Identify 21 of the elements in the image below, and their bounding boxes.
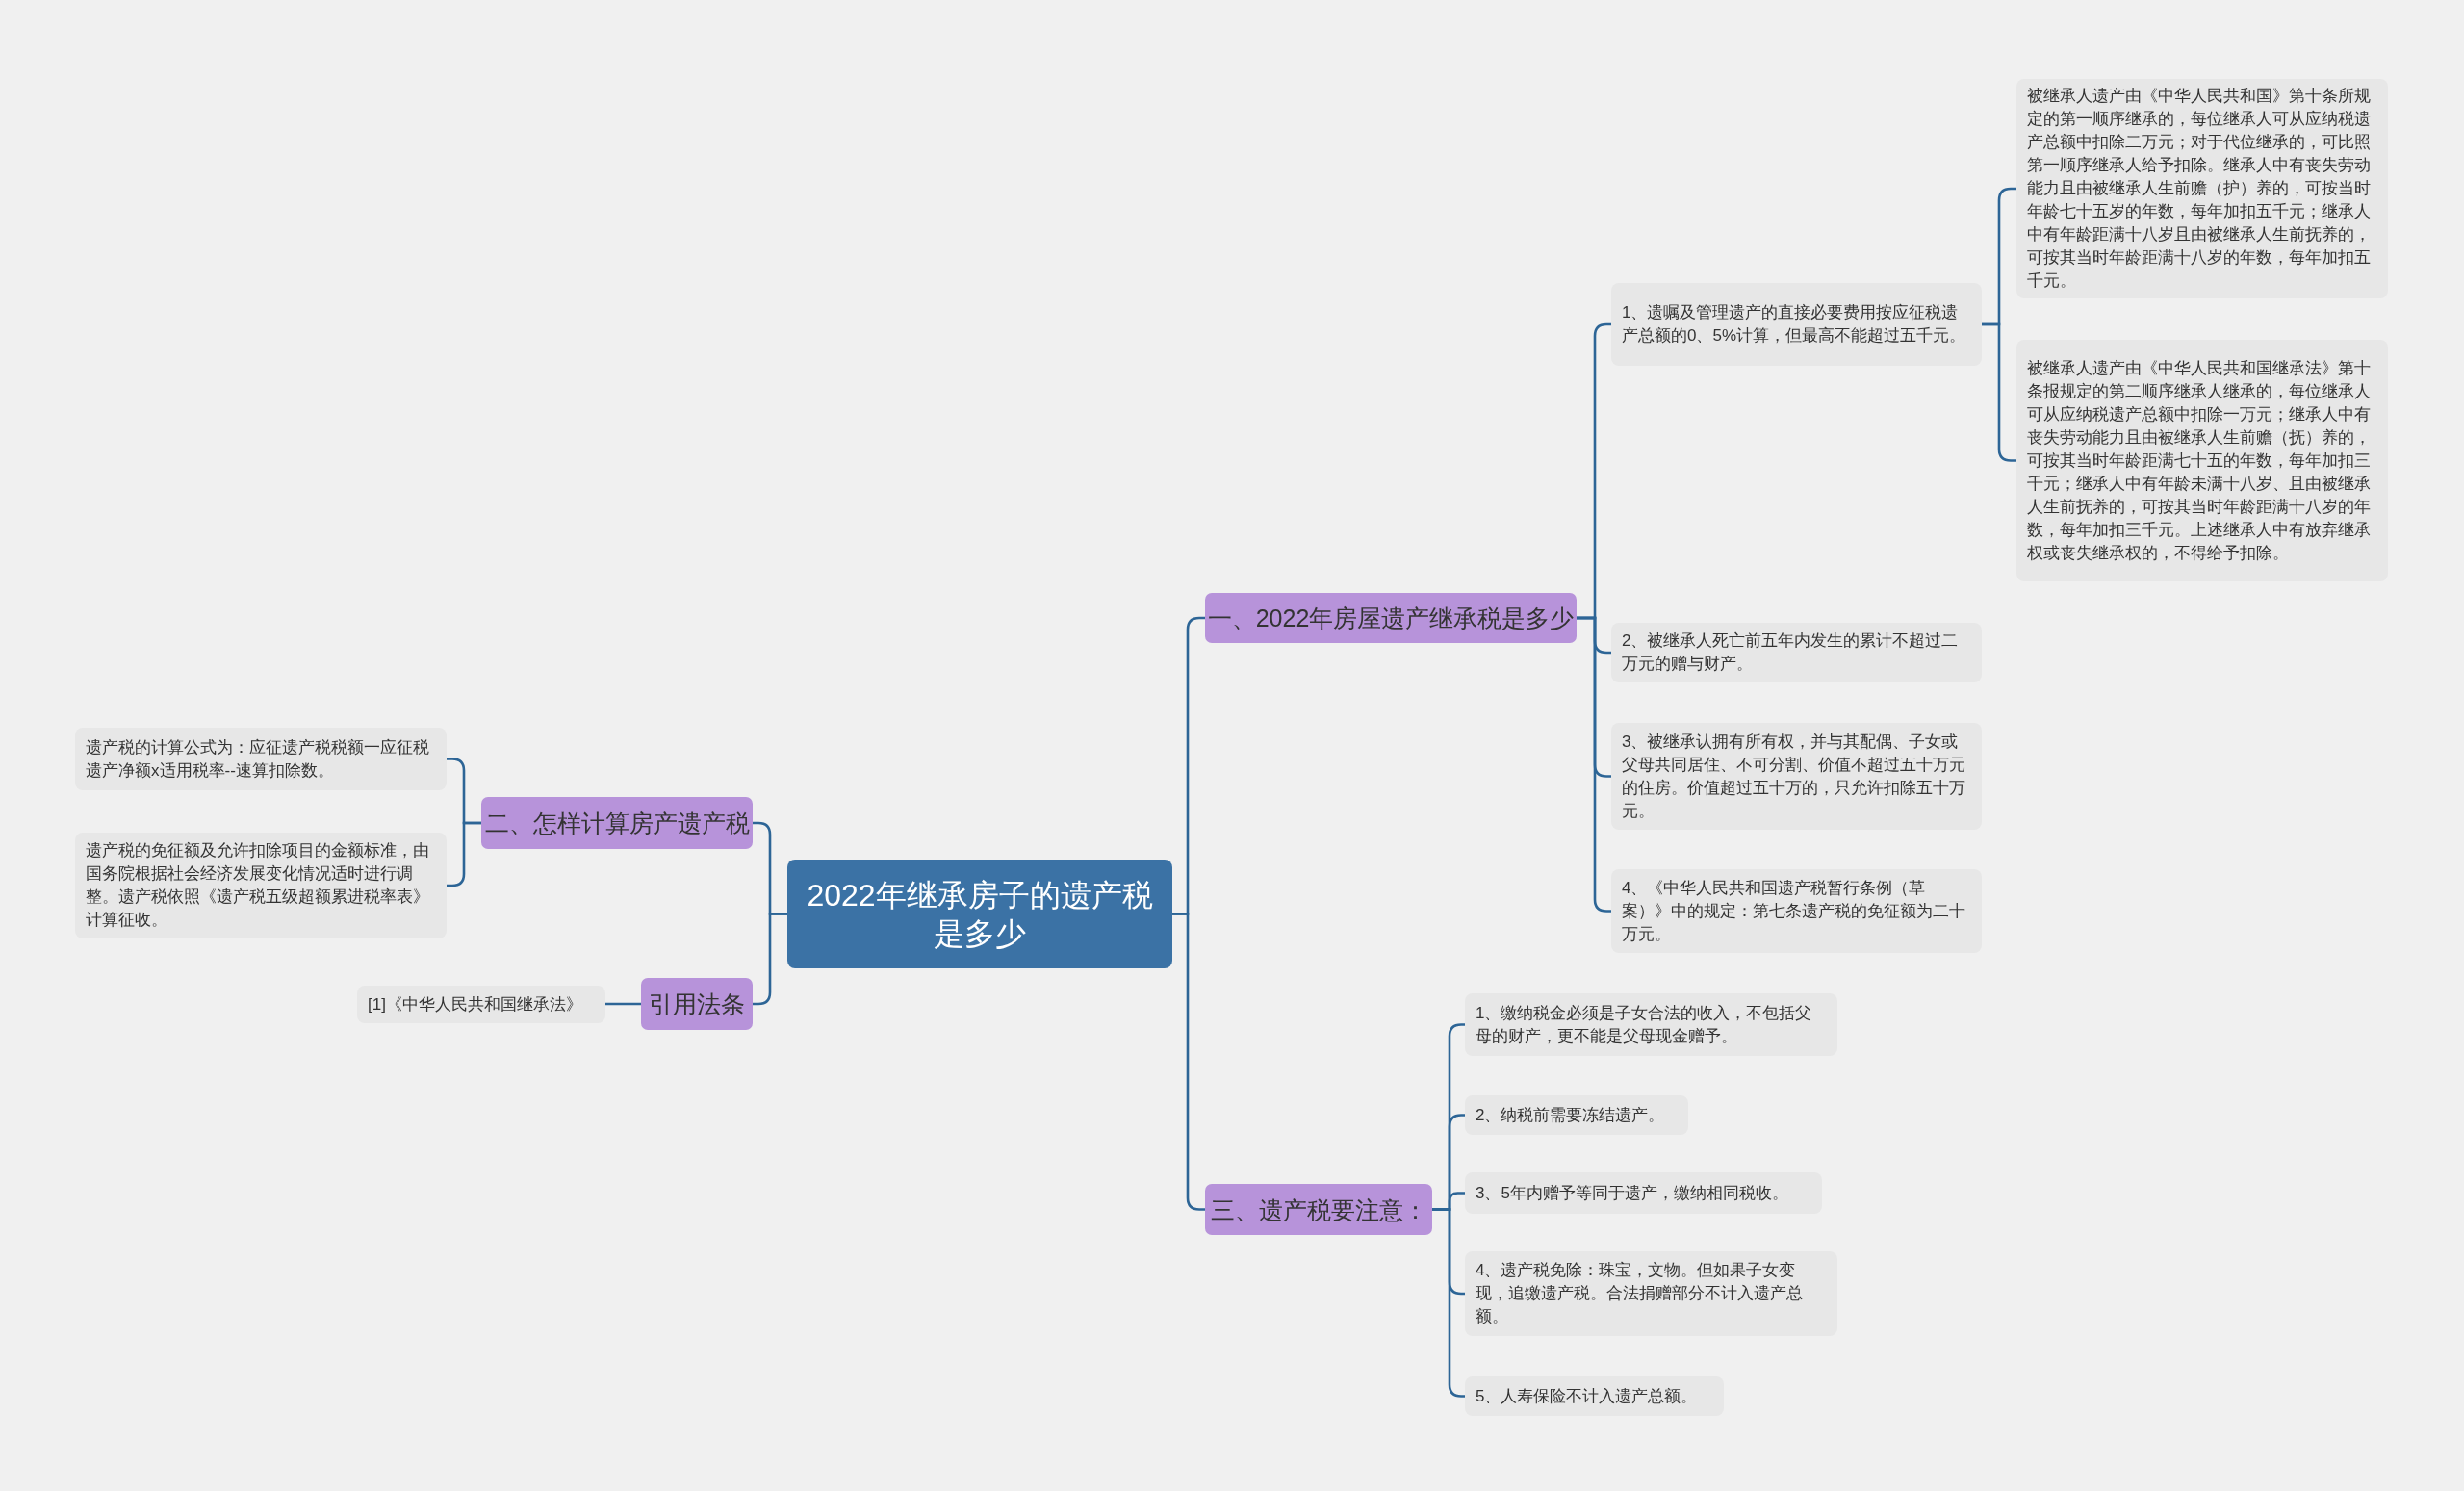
branch-box: 引用法条: [641, 978, 753, 1030]
text-box: [1]《中华人民共和国继承法》: [357, 986, 605, 1023]
text-box: 4、《中华人民共和国遗产税暂行条例（草案）》中的规定：第七条遗产税的免征额为二十万元。: [1611, 869, 1982, 953]
text-box: 1、缴纳税金必须是子女合法的收入，不包括父母的财产，更不能是父母现金赠予。: [1465, 993, 1837, 1056]
branch-box: 二、怎样计算房产遗产税: [481, 797, 753, 849]
text-box: 3、5年内赠予等同于遗产，缴纳相同税收。: [1465, 1172, 1822, 1214]
text-box: 2、被继承人死亡前五年内发生的累计不超过二万元的赠与财产。: [1611, 623, 1982, 682]
text-box: 遗产税的免征额及允许扣除项目的金额标准，由国务院根据社会经济发展变化情况适时进行调整。遗产税依照《遗产税五级超额累进税率表》计算征收。: [75, 833, 447, 938]
connector-line: [605, 1002, 641, 1006]
connector-line: [1172, 913, 1205, 1211]
text-box: 4、遗产税免除：珠宝，文物。但如果子女变现，追缴遗产税。合法捐赠部分不计入遗产总额。: [1465, 1251, 1837, 1336]
text-box: 遗产税的计算公式为：应征遗产税税额一应征税遗产净额x适用税率--速算扣除数。: [75, 728, 447, 790]
text-box: 2、纳税前需要冻结遗产。: [1465, 1095, 1688, 1135]
text-box: 3、被继承认拥有所有权，并与其配偶、子女或父母共同居住、不可分割、价值不超过五十万元的住房。价值超过五十万的，只允许扣除五十万元。: [1611, 723, 1982, 830]
text-box: 5、人寿保险不计入遗产总额。: [1465, 1376, 1724, 1416]
text-box: 被继承人遗产由《中华人民共和国》第十条所规定的第一顺序继承的，每位继承人可从应纳税遗产总额中扣除二万元；对于代位继承的，可比照第一顺序继承人给予扣除。继承人中有丧失劳动能力且由被继承人生前赡（护）养的，可按当时年龄七十五岁的年数，每年加扣五千元；继承人中有年龄距满十八岁且由被继承人生前抚养的，可按其当时年龄距满十八岁的年数，每年加扣五千元。: [2016, 79, 2388, 298]
text-box: 1、遗嘱及管理遗产的直接必要费用按应征税遗产总额的0、5%计算，但最高不能超过五千元。: [1611, 283, 1982, 366]
branch-box: 三、遗产税要注意：: [1205, 1184, 1432, 1235]
text-box: 被继承人遗产由《中华人民共和国继承法》第十条报规定的第二顺序继承人继承的，每位继承人可从应纳税遗产总额中扣除一万元；继承人中有丧失劳动能力且由被继承人生前赡（抚）养的，可按其当时年龄距满七十五的年数，每年加扣三千元；继承人中有年龄未满十八岁、且由被继承人生前抚养的，可按其当时年龄距满十八岁的年数，每年加扣三千元。上述继承人中有放弃继承权或丧失继承权的，不得给予扣除。: [2016, 340, 2388, 581]
topic-box: 2022年继承房子的遗产税是多少: [787, 860, 1172, 968]
branch-box: 一、2022年房屋遗产继承税是多少: [1205, 593, 1577, 643]
